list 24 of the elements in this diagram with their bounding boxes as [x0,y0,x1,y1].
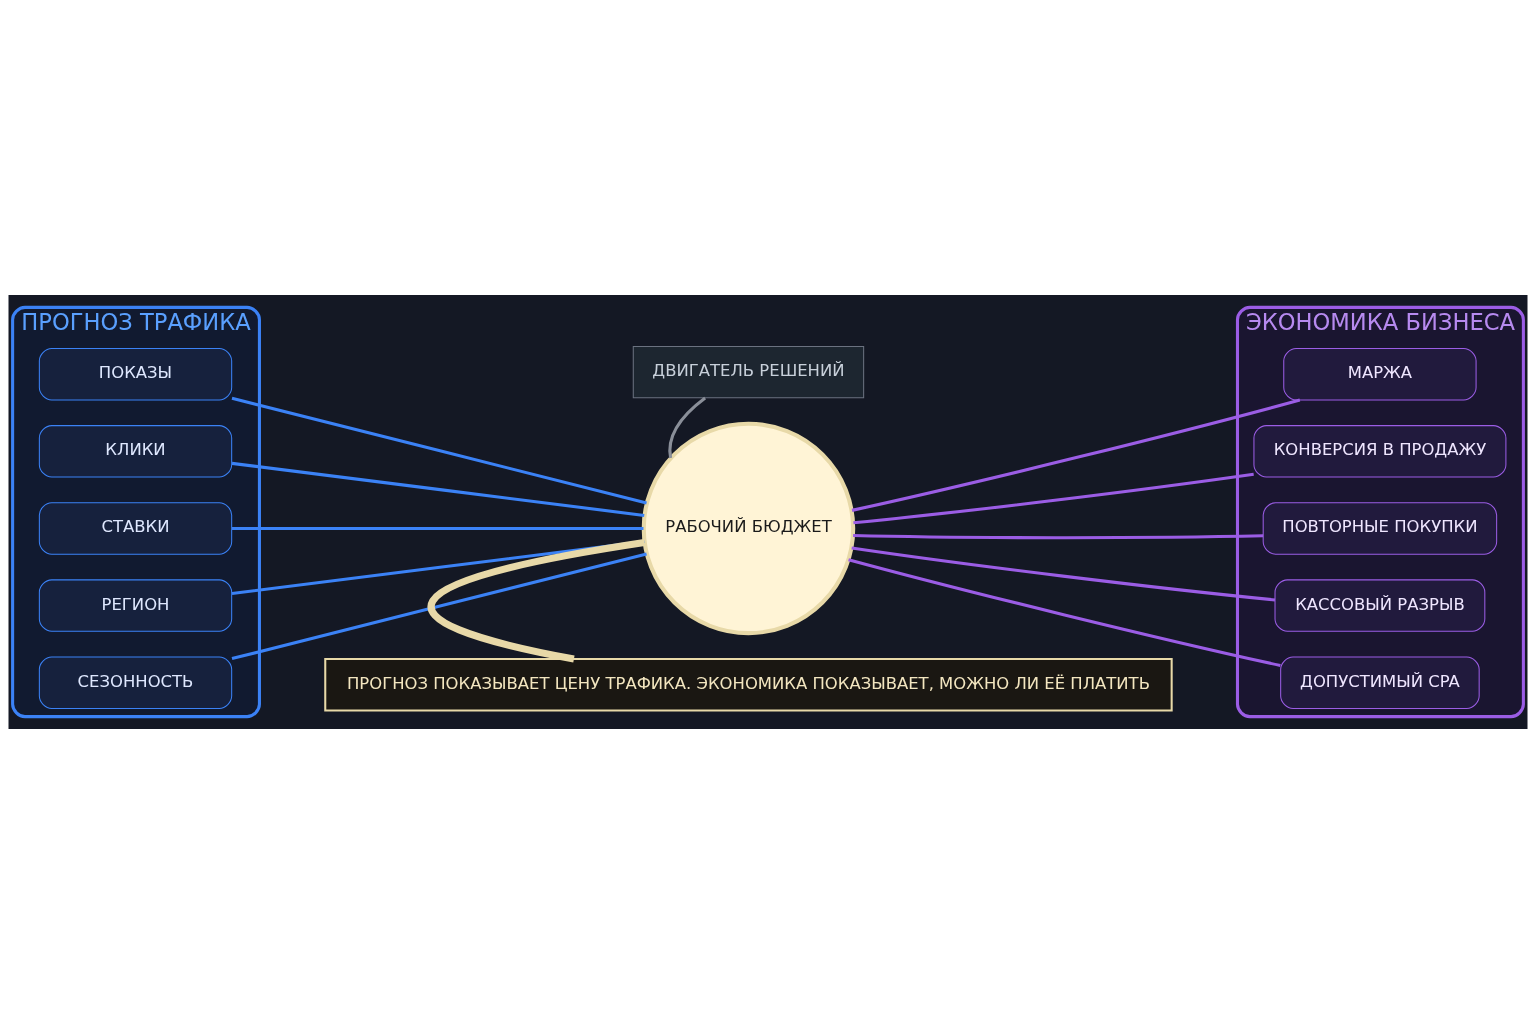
node-box: КЛИКИ [38,425,233,478]
connector [231,396,647,505]
connector [848,558,1281,668]
node-box: КОНВЕРСИЯ В ПРОДАЖУ [1253,425,1507,478]
connector [668,396,707,459]
node-box: МАРЖА [1283,347,1477,401]
node-box: ПОКАЗЫ [38,347,233,401]
connector [231,461,645,517]
node-box: РЕГИОН [38,579,233,632]
connector [232,526,644,530]
node-box: ПРОГНОЗ ПОКАЗЫВАЕТ ЦЕНУ ТРАФИКА. ЭКОНОМИКА ПОКАЗЫВАЕТ, МОЖНО ЛИ ЕЁ ПЛАТИТЬ [324,658,1173,712]
connector [851,546,1276,602]
node-box: ПОВТОРНЫЕ ПОКУПКИ [1262,502,1498,555]
node-box: ДВИГАТЕЛЬ РЕШЕНИЙ [632,345,865,399]
node-circle: РАБОЧИЙ БЮДЖЕТ [641,421,856,636]
connector [428,539,645,663]
connector [853,534,1264,540]
connector [853,472,1254,525]
node-box: КАССОВЫЙ РАЗРЫВ [1274,579,1486,632]
node-box: СТАВКИ [38,502,233,555]
connector [231,552,647,661]
connector [851,398,1301,512]
node-box: ДОПУСТИМЫЙ CPA [1280,656,1480,709]
node-box: СЕЗОННОСТЬ [38,656,233,709]
